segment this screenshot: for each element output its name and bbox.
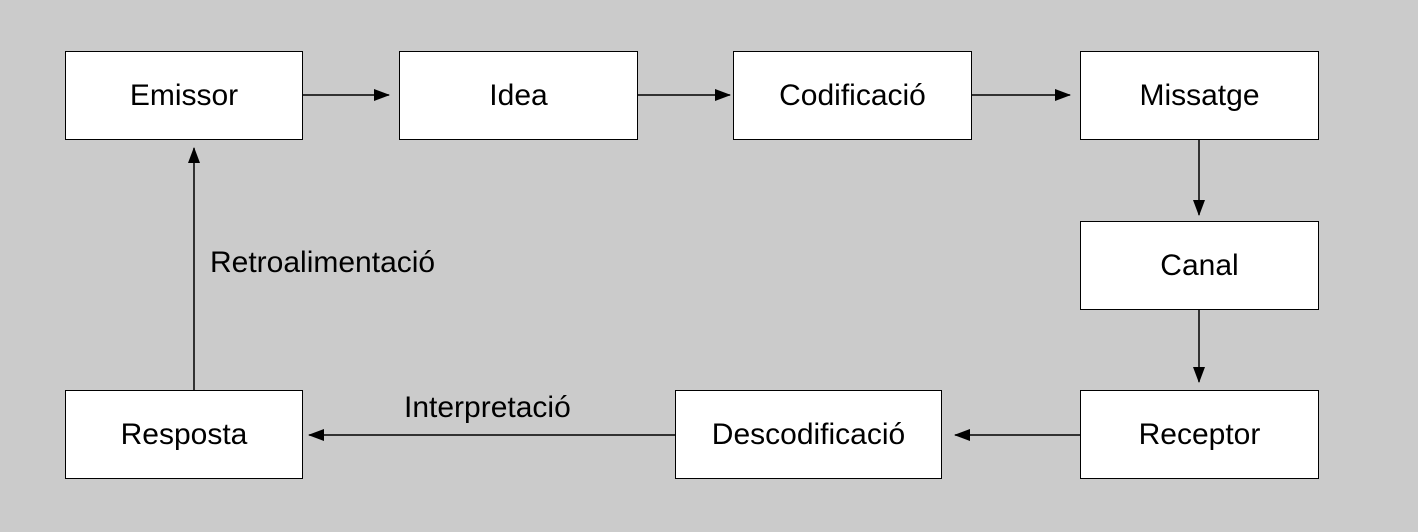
node-missatge-label: Missatge <box>1139 78 1260 112</box>
node-emissor: Emissor <box>65 51 303 140</box>
edge-label-interpretacio: Interpretació <box>404 391 571 424</box>
node-missatge: Missatge <box>1080 51 1319 140</box>
node-canal: Canal <box>1080 221 1319 310</box>
edge-label-retroalimentacio: Retroalimentació <box>210 246 436 279</box>
node-resposta-label: Resposta <box>120 417 248 451</box>
node-receptor: Receptor <box>1080 390 1319 479</box>
node-codificacio-label: Codificació <box>779 78 926 112</box>
node-receptor-label: Receptor <box>1138 417 1261 451</box>
node-emissor-label: Emissor <box>129 78 239 112</box>
node-resposta: Resposta <box>65 390 303 479</box>
node-descodificacio-label: Descodificació <box>711 417 906 451</box>
node-idea: Idea <box>399 51 638 140</box>
node-idea-label: Idea <box>489 78 548 112</box>
node-descodificacio: Descodificació <box>675 390 942 479</box>
node-codificacio: Codificació <box>733 51 972 140</box>
node-canal-label: Canal <box>1160 248 1239 282</box>
